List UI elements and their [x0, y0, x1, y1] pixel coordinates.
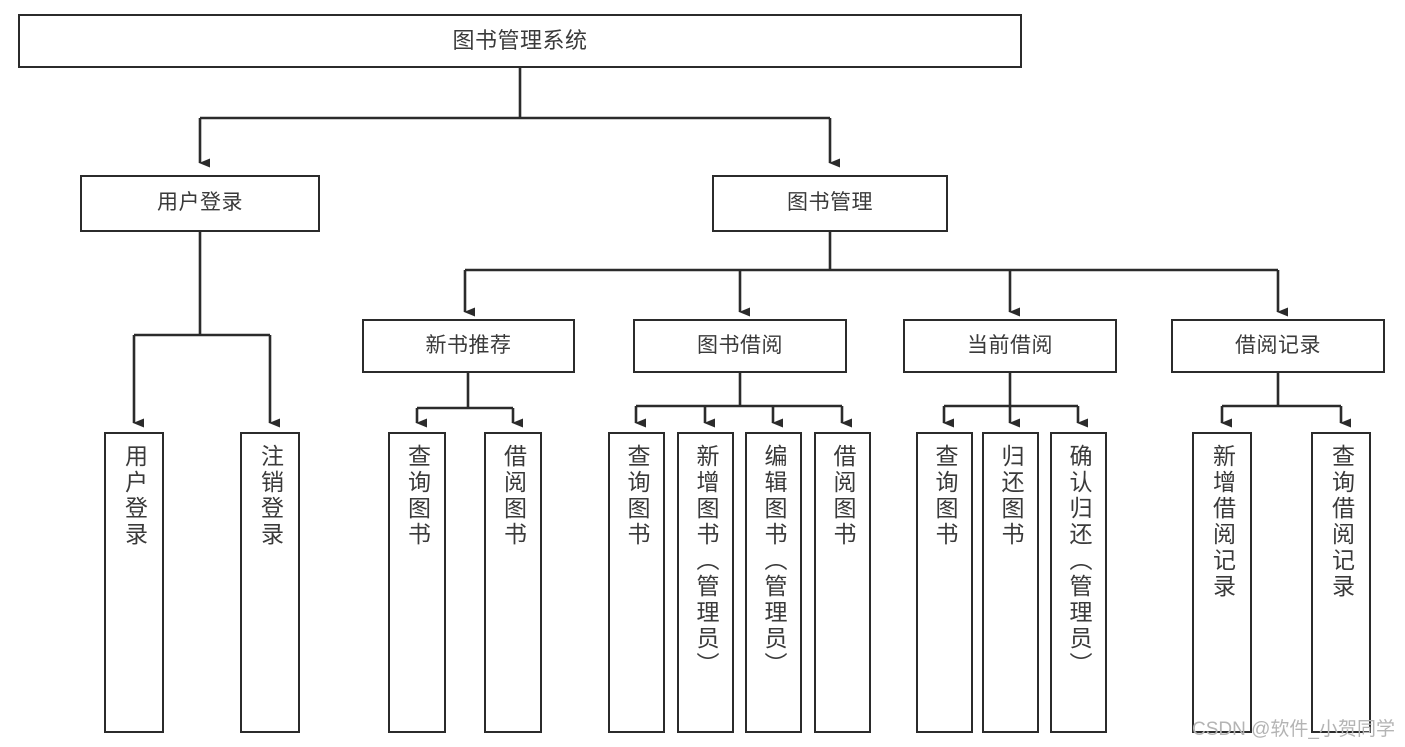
leaf-borrow-borrow-book[interactable]: 借阅图书 — [814, 432, 871, 733]
node-book-management[interactable]: 图书管理 — [712, 175, 948, 232]
node-label: 图书借阅 — [697, 333, 783, 357]
node-root-system[interactable]: 图书管理系统 — [18, 14, 1022, 68]
node-label: 新书推荐 — [425, 333, 512, 357]
node-label: 用户登录 — [121, 444, 148, 548]
node-label: 图书管理 — [787, 191, 873, 215]
node-label: 新增图书（管理员） — [693, 444, 719, 678]
csdn-watermark: CSDN @软件_小贺同学 — [1192, 719, 1395, 740]
leaf-current-confirm-return[interactable]: 确认归还（管理员） — [1050, 432, 1107, 733]
leaf-new-book-borrow[interactable]: 借阅图书 — [484, 432, 542, 733]
leaf-current-query-book[interactable]: 查询图书 — [916, 432, 973, 733]
node-user-login[interactable]: 用户登录 — [80, 175, 320, 232]
node-label: 图书管理系统 — [452, 28, 588, 54]
node-label: 借阅图书 — [500, 444, 527, 548]
leaf-new-book-query[interactable]: 查询图书 — [388, 432, 446, 733]
leaf-user-login-login[interactable]: 用户登录 — [104, 432, 164, 733]
node-label: 注销登录 — [257, 444, 284, 548]
node-label: 借阅记录 — [1235, 333, 1321, 357]
node-label: 当前借阅 — [967, 333, 1053, 357]
leaf-record-query[interactable]: 查询借阅记录 — [1311, 432, 1371, 733]
node-new-book-recommend[interactable]: 新书推荐 — [362, 319, 575, 373]
node-label: 查询图书 — [404, 444, 431, 548]
node-label: 新增借阅记录 — [1209, 444, 1236, 600]
node-label: 用户登录 — [157, 191, 243, 215]
node-label: 查询图书 — [932, 444, 958, 548]
leaf-borrow-add-book[interactable]: 新增图书（管理员） — [677, 432, 734, 733]
node-label: 归还图书 — [998, 444, 1024, 548]
node-book-borrow[interactable]: 图书借阅 — [633, 319, 847, 373]
leaf-record-add[interactable]: 新增借阅记录 — [1192, 432, 1252, 733]
leaf-borrow-query-book[interactable]: 查询图书 — [608, 432, 665, 733]
leaf-current-return-book[interactable]: 归还图书 — [982, 432, 1039, 733]
leaf-borrow-edit-book[interactable]: 编辑图书（管理员） — [745, 432, 802, 733]
node-label: 编辑图书（管理员） — [761, 444, 787, 678]
node-label: 确认归还（管理员） — [1066, 444, 1092, 678]
node-current-borrow[interactable]: 当前借阅 — [903, 319, 1117, 373]
node-label: 查询借阅记录 — [1328, 444, 1355, 600]
leaf-user-login-logout[interactable]: 注销登录 — [240, 432, 300, 733]
node-label: 借阅图书 — [830, 444, 856, 548]
node-label: 查询图书 — [624, 444, 650, 548]
node-borrow-record[interactable]: 借阅记录 — [1171, 319, 1385, 373]
